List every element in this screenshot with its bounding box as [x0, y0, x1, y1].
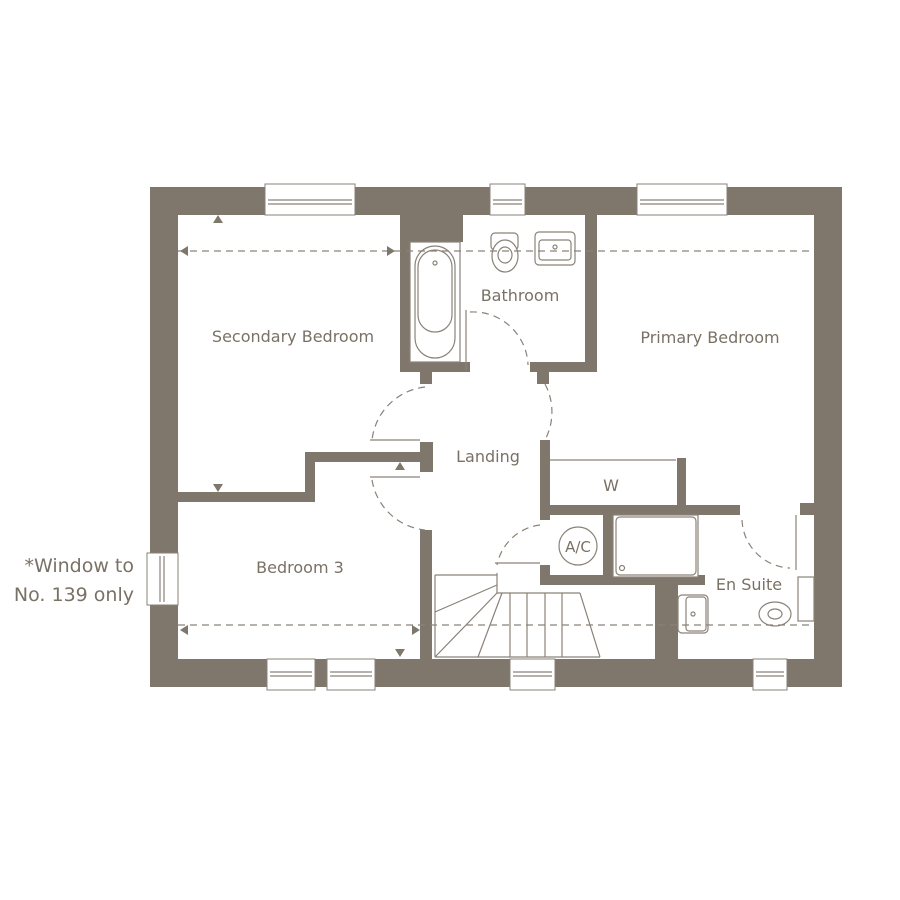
window	[509, 658, 556, 691]
interior-walls	[178, 215, 814, 659]
staircase	[434, 573, 601, 658]
room-label-bathroom: Bathroom	[481, 286, 560, 305]
room-label-airing-cupboard: A/C	[565, 538, 591, 556]
fixtures	[409, 231, 815, 634]
window	[326, 658, 376, 691]
shower-tray-icon	[612, 514, 699, 578]
bathtub-icon	[409, 241, 461, 363]
room-label-en-suite: En Suite	[716, 575, 782, 594]
toilet-icon	[758, 576, 815, 627]
window	[636, 183, 728, 216]
window-note-line-2: No. 139 only	[13, 584, 134, 606]
airing-cupboard-icon	[558, 526, 598, 566]
room-label-landing: Landing	[456, 447, 520, 466]
basin-icon	[534, 231, 576, 266]
room-label-wardrobe: W	[603, 476, 619, 495]
toilet-icon	[490, 232, 519, 273]
side-window	[146, 552, 179, 606]
basin-icon	[677, 594, 709, 634]
windows	[146, 183, 788, 691]
window-note: *Window to No. 139 only	[0, 552, 134, 610]
window	[752, 658, 788, 691]
window-note-line-1: *Window to	[24, 555, 134, 577]
doors	[370, 310, 797, 570]
room-label-secondary-bedroom: Secondary Bedroom	[212, 327, 374, 346]
dimension-lines	[178, 215, 814, 657]
window	[489, 183, 526, 216]
room-label-primary-bedroom: Primary Bedroom	[640, 328, 779, 347]
room-label-bedroom-3: Bedroom 3	[256, 558, 344, 577]
window	[266, 658, 316, 691]
window	[264, 183, 356, 216]
